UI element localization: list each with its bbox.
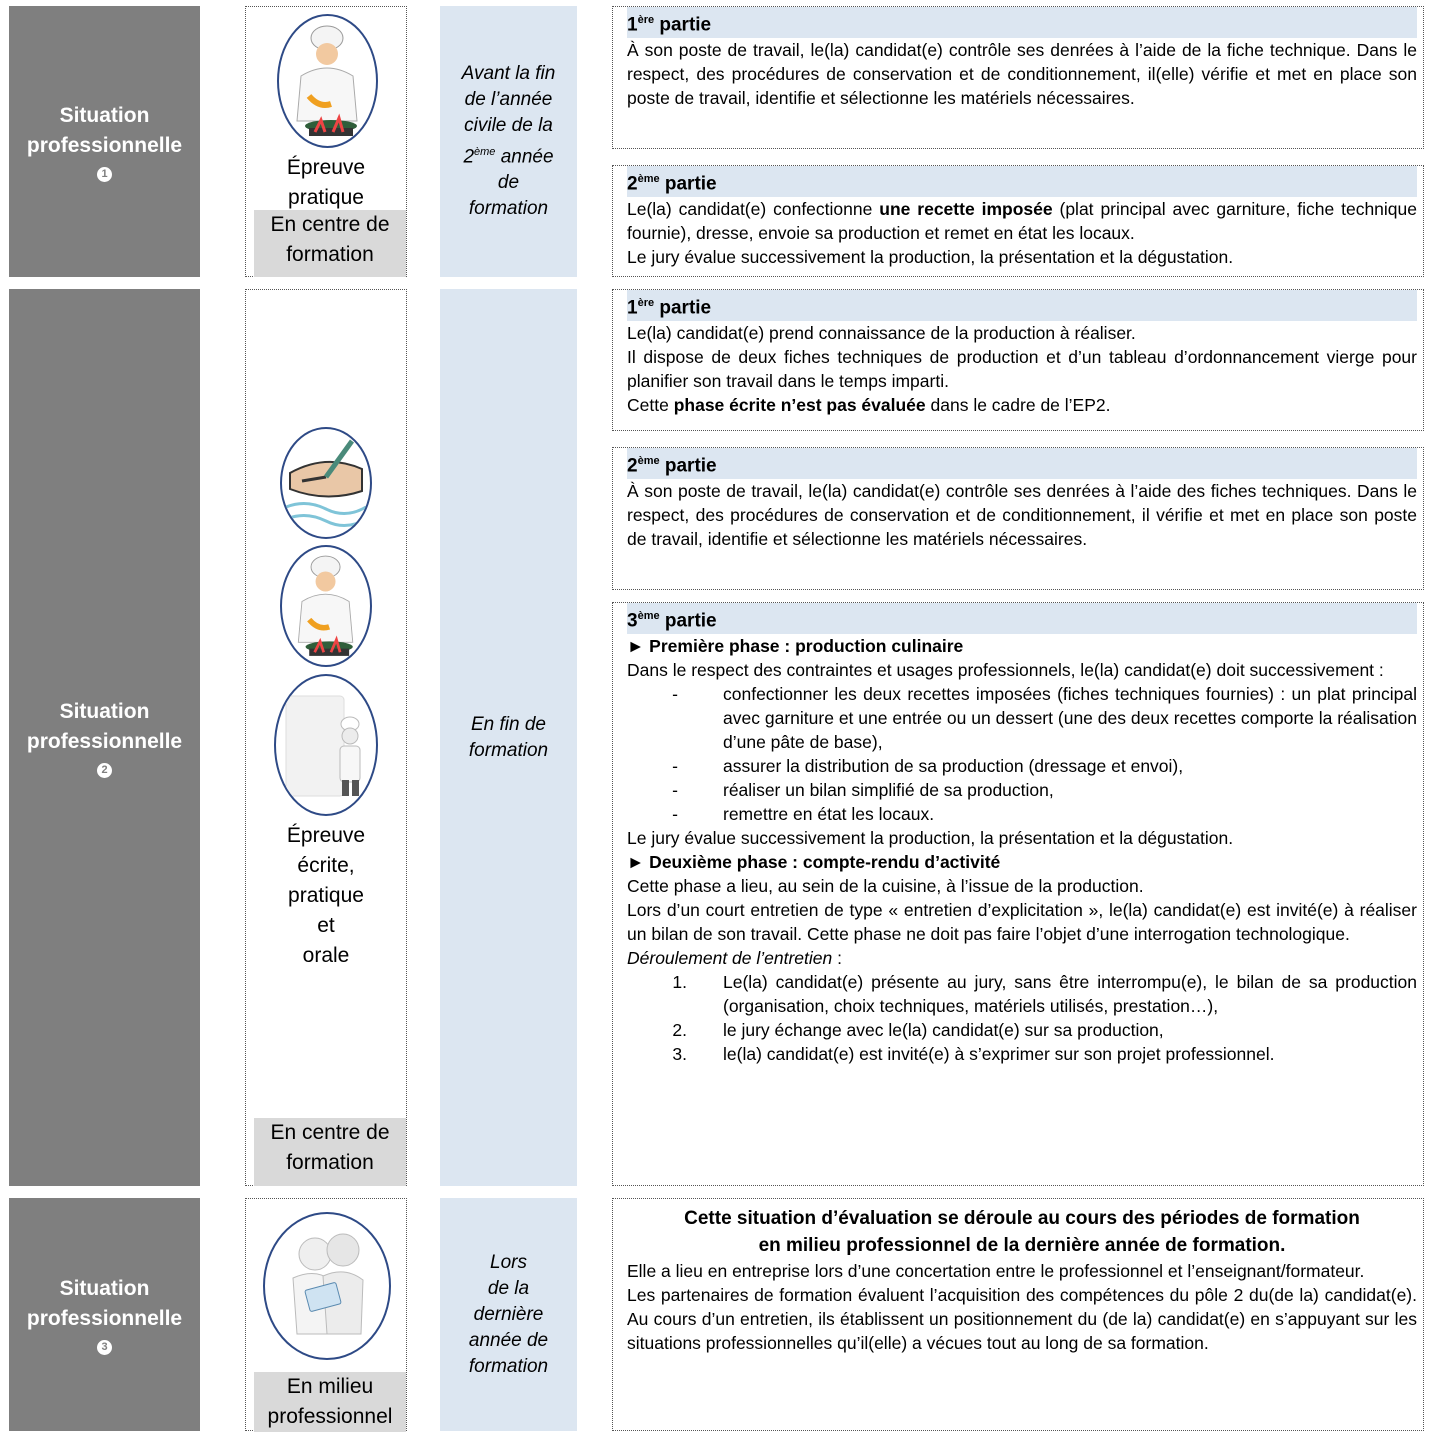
place-line: formation [286,243,374,266]
list-item: -confectionner les deux recettes imposée… [672,684,1417,753]
epreuve-line: Épreuve [286,824,366,847]
date-line: de la [487,1277,530,1299]
place-line: En centre de [270,1121,390,1144]
situation-3-label: Situation professionnelle 3 [9,1198,200,1431]
place-line: formation [286,1151,374,1174]
epreuve-line: pratique [288,884,364,907]
part-text: Le jury évalue successivement la product… [627,247,1234,268]
list-item: 2.le jury échange avec le(la) candidat(e… [672,1020,1164,1041]
date-line: formation [468,198,549,220]
part-text: À son poste de travail, le(la) candidat(… [627,40,1417,109]
s3-heading: en milieu professionnel de la dernière a… [758,1235,1286,1256]
date-line: formation [468,1355,549,1377]
epreuve-box-2: Épreuve écrite, pratique et orale En cen… [245,289,407,1186]
situation-1-label: Situation professionnelle 1 [9,6,200,277]
s2-part3-box: 3ème partie ► Première phase : productio… [612,602,1424,1186]
s1-part1-box: 1ère partie À son poste de travail, le(l… [612,6,1424,149]
chef-cooking-icon [277,14,378,148]
people-tablet-icon [263,1212,391,1360]
situation-number: 2 [97,763,112,778]
date-box-2: En fin de formation [440,289,577,1186]
s1-part2-box: 2ème partie Le(la) candidat(e) confectio… [612,165,1424,277]
situation-title: professionnelle [26,134,183,157]
list-item: 3.le(la) candidat(e) est invité(e) à s’e… [672,1044,1275,1065]
epreuve-line: pratique [288,186,364,209]
chef-presenting-icon [274,674,378,816]
part-text: Les partenaires de formation évaluent l’… [627,1285,1417,1353]
part-text: Le(la) candidat(e) prend connaissance de… [627,323,1136,344]
phase-title: ► Deuxième phase : compte-rendu d’activi… [627,852,1001,873]
place-line: En centre de [270,213,390,236]
place-label: En centre de formation [254,1118,406,1186]
date-line: En fin de [470,713,546,735]
place-label: En milieu professionnel [254,1372,406,1432]
part-header: 1ère partie [627,290,1417,322]
date-line: dernière [473,1303,544,1325]
list-item: 1.Le(la) candidat(e) présente au jury, s… [672,972,1417,1017]
epreuve-line: écrite, [297,854,355,877]
date-line: de l’année [464,88,553,110]
part-text: Le(la) candidat(e) confectionne une rece… [627,199,1418,244]
part-header: 2ème partie [627,448,1417,480]
epreuve-box-3: En milieu professionnel [245,1198,407,1432]
part-text: Il dispose de deux fiches techniques de … [627,347,1417,392]
situation-number: 3 [97,1340,112,1355]
epreuve-box-1: Épreuve pratique En centre de formation [245,6,407,277]
date-line: année de [468,1329,549,1351]
part-text: Cette phase a lieu, au sein de la cuisin… [627,876,1144,897]
date-box-1: Avant la fin de l’année civile de la 2èm… [440,6,577,277]
s3-box: Cette situation d’évaluation se déroule … [612,1198,1424,1431]
epreuve-line: et [317,914,335,937]
place-line: professionnel [267,1405,393,1428]
situation-title: professionnelle [26,730,183,753]
situation-2-label: Situation professionnelle 2 [9,289,200,1186]
situation-title: Situation [59,700,150,723]
date-box-3: Lors de la dernière année de formation [440,1198,577,1431]
date-line: Avant la fin [461,62,556,84]
part-text: Lors d’un court entretien de type « entr… [627,900,1417,945]
date-line: de [497,172,520,194]
s3-heading: Cette situation d’évaluation se déroule … [684,1208,1360,1229]
list-item: -réaliser un bilan simplifié de sa produ… [672,780,1054,801]
situation-title: professionnelle [26,1307,183,1330]
fish-filleting-icon [280,427,372,539]
part-header: 1ère partie [627,7,1417,39]
list-item: -remettre en état les locaux. [672,804,935,825]
part-header: 3ème partie [627,603,1417,635]
chef-cooking-icon [280,545,372,667]
s2-part1-box: 1ère partie Le(la) candidat(e) prend con… [612,289,1424,431]
part-text: À son poste de travail, le(la) candidat(… [627,481,1417,550]
place-label: En centre de formation [254,210,406,277]
part-text: Le jury évalue successivement la product… [627,828,1234,849]
part-text: Cette phase écrite n’est pas évaluée dan… [627,395,1111,416]
part-text: Déroulement de l’entretien : [627,948,842,969]
place-line: En milieu [286,1375,374,1398]
epreuve-line: orale [302,944,350,967]
situation-title: Situation [59,1277,150,1300]
date-line: civile de la [464,114,553,136]
date-line: 2ème année [463,145,554,168]
epreuve-line: Épreuve [286,156,366,179]
date-line: Lors [490,1251,527,1273]
date-line: formation [468,739,549,761]
situation-number: 1 [97,167,112,182]
phase-title: ► Première phase : production culinaire [627,636,964,657]
part-header: 2ème partie [627,166,1417,198]
part-text: Elle a lieu en entreprise lors d’une con… [627,1261,1365,1281]
part-text: Dans le respect des contraintes et usage… [627,660,1384,681]
s2-part2-box: 2ème partie À son poste de travail, le(l… [612,447,1424,590]
list-item: -assurer la distribution de sa productio… [672,756,1184,777]
situation-title: Situation [59,104,150,127]
